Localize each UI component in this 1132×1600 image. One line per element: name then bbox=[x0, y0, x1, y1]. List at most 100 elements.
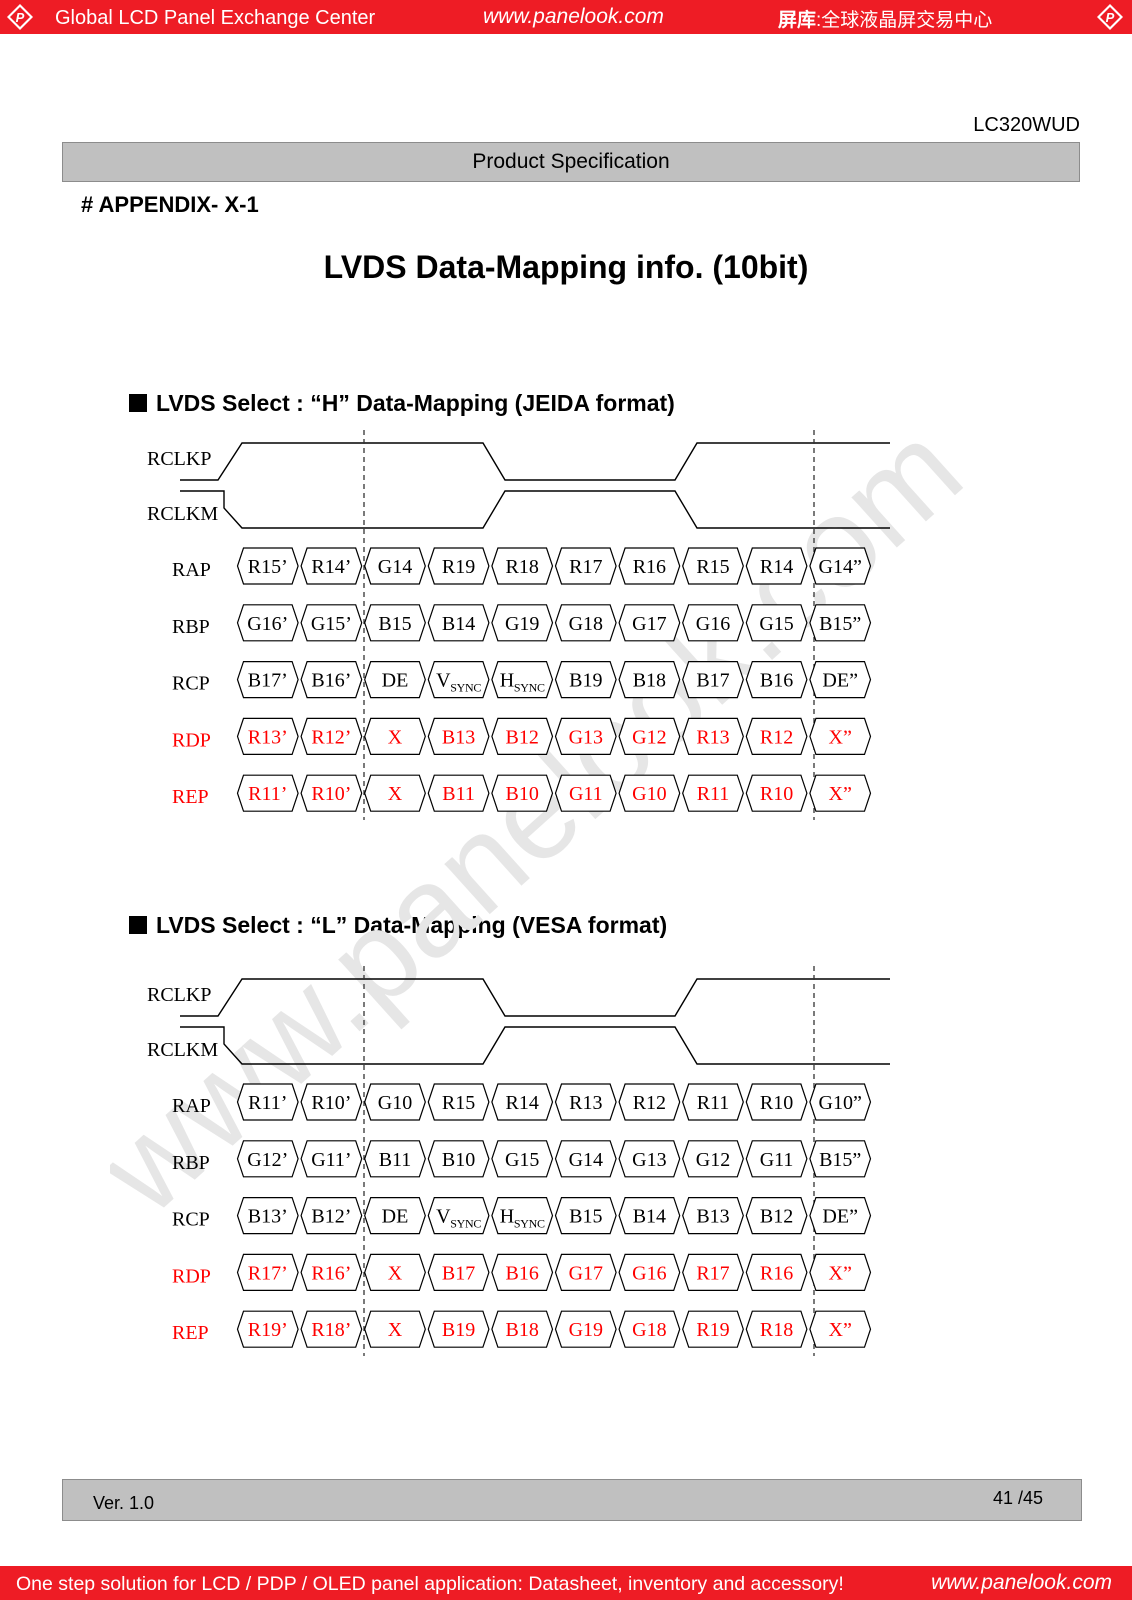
data-cell-box bbox=[236, 604, 299, 642]
data-cell-box bbox=[364, 717, 426, 756]
data-cell-text: B18 bbox=[506, 1319, 539, 1341]
data-cell-box bbox=[809, 1140, 872, 1178]
signal-label-rbp: RBP bbox=[172, 616, 210, 638]
data-cell-box bbox=[745, 1253, 808, 1292]
data-cell-box bbox=[491, 774, 554, 812]
data-cell-box bbox=[682, 660, 744, 699]
data-cell-box bbox=[236, 774, 299, 812]
signal-label-rdp: RDP bbox=[172, 729, 211, 751]
rclkp-waveform bbox=[180, 978, 890, 1017]
data-cell-box bbox=[682, 774, 744, 812]
data-cell-text: VSYNC bbox=[436, 1206, 481, 1231]
svg-text:P: P bbox=[16, 10, 25, 25]
data-cell-box bbox=[554, 774, 617, 812]
data-cell-text: G14” bbox=[819, 556, 862, 578]
data-cell-text: G14 bbox=[569, 1149, 603, 1171]
data-cell-box bbox=[745, 774, 808, 812]
data-cell-text: G12 bbox=[632, 726, 666, 748]
data-cell-box bbox=[554, 547, 617, 585]
data-cell-text: R16’ bbox=[311, 1262, 351, 1284]
data-cell-text: B14 bbox=[442, 613, 475, 635]
data-cell-text: R14’ bbox=[311, 556, 351, 578]
data-cell-box bbox=[236, 660, 299, 699]
data-cell-text: X bbox=[388, 726, 403, 748]
data-cell-box bbox=[809, 547, 872, 585]
data-cell-text: G15’ bbox=[311, 613, 352, 635]
data-cell-box bbox=[427, 1196, 490, 1235]
data-cell-text: R19 bbox=[442, 556, 475, 578]
data-cell-box bbox=[491, 604, 554, 642]
data-cell-text: X bbox=[388, 1319, 403, 1341]
bullet-square-icon bbox=[129, 916, 147, 934]
data-cell-text: R12 bbox=[760, 726, 793, 748]
data-cell-text: R13 bbox=[569, 1092, 602, 1114]
data-cell-text: X” bbox=[829, 726, 852, 748]
data-cell-box bbox=[300, 1083, 363, 1121]
bullet-square-icon bbox=[129, 394, 147, 412]
data-cell-box bbox=[236, 1140, 299, 1178]
data-cell-text: R15’ bbox=[248, 556, 288, 578]
rclkp-label: RCLKP bbox=[147, 448, 211, 470]
data-cell-text: R17 bbox=[696, 1262, 729, 1284]
data-cell-box bbox=[364, 1196, 426, 1235]
rclkm-waveform bbox=[180, 490, 890, 529]
data-cell-text: B13 bbox=[442, 726, 475, 748]
data-cell-text: G10” bbox=[819, 1092, 862, 1114]
data-cell-box bbox=[554, 604, 617, 642]
data-cell-text: X bbox=[388, 1262, 403, 1284]
bottom-url-link[interactable]: www.panelook.com bbox=[931, 1571, 1112, 1594]
data-cell-box bbox=[745, 547, 808, 585]
data-cell-box bbox=[618, 547, 681, 585]
data-cell-text: R11 bbox=[697, 783, 730, 805]
data-cell-box bbox=[745, 1196, 808, 1235]
data-cell-box bbox=[364, 774, 426, 812]
data-cell-box bbox=[300, 774, 363, 812]
data-cell-box bbox=[427, 717, 490, 756]
data-cell-text: B17’ bbox=[248, 670, 288, 692]
panelook-logo-icon-right: P bbox=[1097, 4, 1123, 30]
banner-url-link[interactable]: www.panelook.com bbox=[483, 5, 664, 28]
data-cell-text: R13 bbox=[696, 726, 729, 748]
data-cell-box bbox=[809, 774, 872, 812]
data-cell-box bbox=[554, 1140, 617, 1178]
data-cell-box bbox=[427, 604, 490, 642]
data-cell-text: G18 bbox=[632, 1319, 666, 1341]
data-cell-text: DE bbox=[382, 670, 409, 692]
data-cell-text: R10 bbox=[760, 783, 793, 805]
page-number: 41 /45 bbox=[992, 1488, 1043, 1508]
data-cell-box bbox=[682, 1083, 744, 1121]
footer-bar: Ver. 1.0 41 /45 bbox=[62, 1479, 1082, 1521]
data-cell-text: B16 bbox=[506, 1262, 539, 1284]
data-cell-box bbox=[236, 1310, 299, 1348]
data-cell-text: G17 bbox=[569, 1262, 603, 1284]
data-cell-box bbox=[491, 1083, 554, 1121]
data-cell-box bbox=[491, 1253, 554, 1292]
data-cell-box bbox=[745, 660, 808, 699]
data-cell-text: R14 bbox=[760, 556, 793, 578]
data-cell-box bbox=[745, 1140, 808, 1178]
data-cell-text: R15 bbox=[442, 1092, 475, 1114]
data-cell-text: R16 bbox=[633, 556, 666, 578]
data-cell-text: R11 bbox=[697, 1092, 730, 1114]
data-cell-text: G12’ bbox=[247, 1149, 288, 1171]
data-cell-box bbox=[809, 717, 872, 756]
data-cell-box bbox=[618, 660, 681, 699]
version-label: Ver. 1.0 bbox=[93, 1493, 155, 1513]
data-cell-box bbox=[745, 1310, 808, 1348]
data-cell-text: R13’ bbox=[248, 726, 288, 748]
data-cell-text: G16 bbox=[632, 1262, 666, 1284]
signal-label-rep: REP bbox=[172, 786, 209, 808]
data-cell-box bbox=[618, 1196, 681, 1235]
data-cell-box bbox=[618, 1083, 681, 1121]
data-cell-text: R18 bbox=[760, 1319, 793, 1341]
data-cell-box bbox=[364, 1253, 426, 1292]
data-cell-text: B16’ bbox=[311, 670, 351, 692]
banner-chinese-slogan: 屏库:全球液晶屏交易中心 bbox=[778, 10, 993, 31]
data-cell-box bbox=[427, 1083, 490, 1121]
data-cell-text: HSYNC bbox=[500, 1206, 545, 1231]
data-cell-text: B15” bbox=[819, 1149, 861, 1171]
data-cell-box bbox=[554, 1196, 617, 1235]
data-cell-box bbox=[300, 717, 363, 756]
top-banner: P Global LCD Panel Exchange Center www.p… bbox=[0, 0, 1132, 34]
